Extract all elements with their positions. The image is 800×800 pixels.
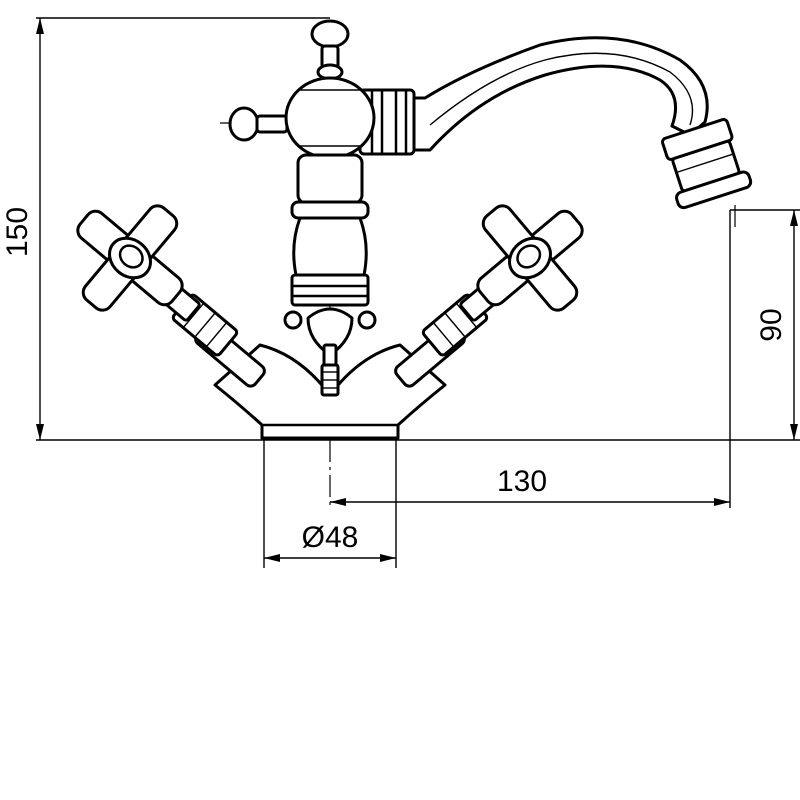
dimension-lines	[36, 17, 800, 568]
spout	[358, 36, 753, 210]
dimension-base-diameter: Ø48	[302, 521, 359, 554]
right-handle	[394, 204, 584, 388]
dimension-total-height: 150	[1, 207, 34, 257]
dimension-spout-height: 90	[755, 308, 788, 341]
dimension-spout-reach: 130	[497, 465, 547, 498]
left-handle	[76, 204, 266, 388]
central-column	[228, 19, 377, 397]
